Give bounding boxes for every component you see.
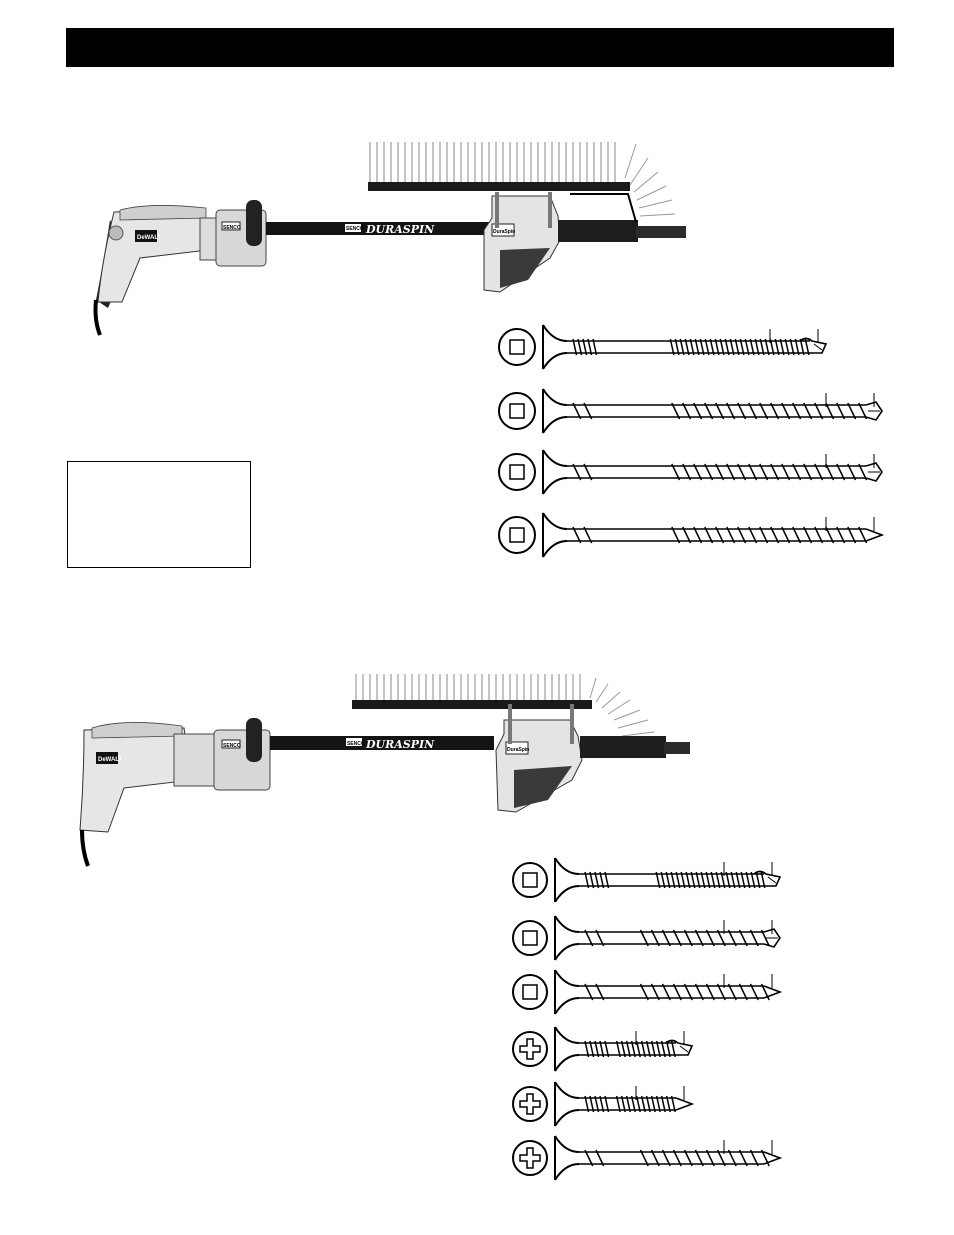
note-box: [67, 461, 251, 568]
square-drive-icon: [509, 403, 525, 419]
feeder-badge: DuraSpin: [493, 229, 515, 235]
screw: [512, 1026, 694, 1072]
square-drive-icon: [509, 339, 525, 355]
screwdriver-tool-illustration-1: DeWALT SENCO SENCO DURASPIN DuraSpin: [93, 142, 686, 336]
drill-brand-badge: DeWALT: [98, 757, 123, 763]
square-drive-icon: [522, 984, 538, 1000]
screw: [498, 388, 883, 434]
screw: [498, 512, 885, 558]
drive-head-icon: [498, 516, 536, 554]
attachment-collar: SENCO: [215, 200, 267, 267]
screw-strip: [368, 142, 676, 217]
screw: [498, 324, 828, 370]
feeder-badge: DuraSpin: [507, 747, 529, 753]
attachment-badge: SENCO: [223, 743, 241, 749]
extension-tube: SENCO DURASPIN: [266, 222, 496, 236]
phillips-drive-icon: [519, 1038, 541, 1060]
screw: [512, 857, 782, 903]
drive-head-icon: [512, 974, 548, 1010]
phillips-drive-icon: [519, 1093, 541, 1115]
tube-badge: SENCO: [346, 226, 364, 232]
tube-badge: SENCO: [347, 741, 365, 747]
drill-body: DeWALT: [79, 722, 215, 867]
duraspin-logo: DURASPIN: [365, 223, 435, 236]
drive-head-icon: [498, 328, 536, 366]
drive-head-icon: [512, 1031, 548, 1067]
phillips-drive-icon: [519, 1147, 541, 1169]
square-drive-icon: [509, 464, 525, 480]
drive-head-icon: [512, 920, 548, 956]
attachment-badge: SENCO: [223, 225, 241, 231]
drill-brand-badge: DeWALT: [137, 235, 162, 241]
feeder-head: DuraSpin: [483, 192, 686, 293]
screw: [512, 969, 783, 1015]
duraspin-logo: DURASPIN: [365, 738, 435, 751]
header-bar: [66, 28, 894, 67]
square-drive-icon: [509, 527, 525, 543]
drive-head-icon: [498, 453, 536, 491]
drive-head-icon: [512, 1086, 548, 1122]
drive-head-icon: [498, 392, 536, 430]
screw: [512, 1135, 783, 1181]
square-drive-icon: [522, 872, 538, 888]
drive-head-icon: [512, 1140, 548, 1176]
screw: [498, 449, 883, 495]
attachment-collar: SENCO: [213, 718, 271, 791]
square-drive-icon: [522, 930, 538, 946]
screw-strip: [352, 674, 655, 737]
screw-set-1: [498, 324, 885, 558]
screw: [512, 1081, 695, 1127]
drive-head-icon: [512, 862, 548, 898]
screwdriver-tool-illustration-2: DeWALT SENCO SENCO DURASPIN DuraSpin: [79, 674, 690, 867]
feeder-head: DuraSpin: [495, 704, 690, 813]
screw: [512, 915, 781, 961]
extension-tube: SENCO DURASPIN: [270, 736, 494, 751]
drill-body: DeWALT: [93, 205, 221, 336]
